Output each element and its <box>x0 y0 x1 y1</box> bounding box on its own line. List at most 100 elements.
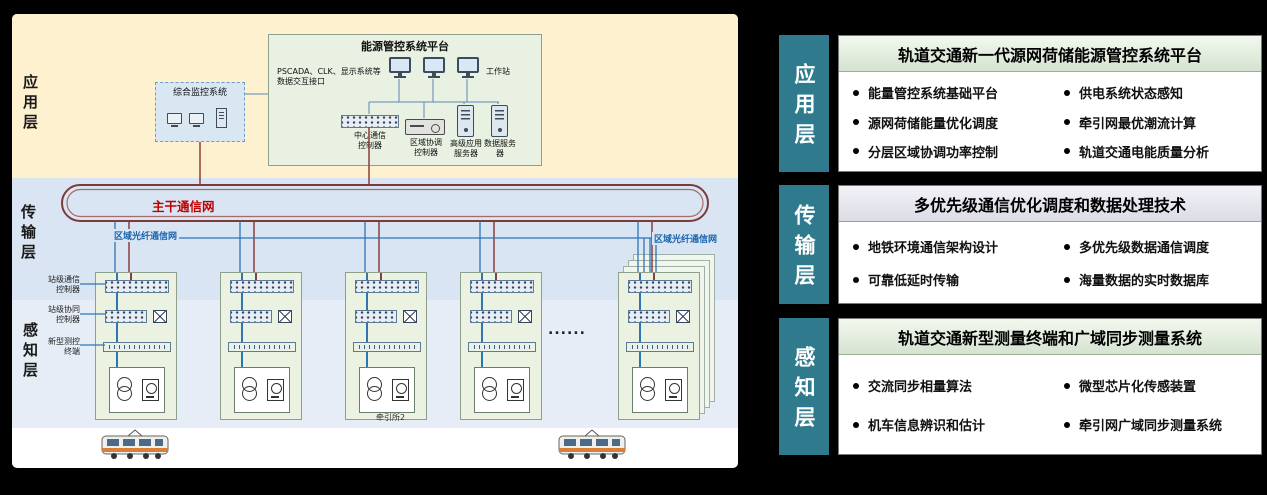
station-comm-controller-device <box>230 280 294 293</box>
bullet-icon <box>1064 421 1070 428</box>
application-layer-card: 轨道交通新一代源网荷储能源管控系统平台 能量管控系统基础平台 源网荷储能量优化调… <box>838 35 1262 172</box>
transformer-icon <box>366 377 382 403</box>
station-coop-controller-device <box>470 310 512 323</box>
switch-icon <box>403 310 417 323</box>
bullet-item: 可靠低延时传输 <box>853 270 1050 289</box>
transformer-icon <box>116 377 132 403</box>
switch-icon <box>153 310 167 323</box>
traction-substation-label: 牵引所2 <box>376 413 406 422</box>
bullet-text: 供电系统状态感知 <box>1079 87 1184 103</box>
bullet-item: 能量管控系统基础平台 <box>853 83 1050 102</box>
data-server-label: 数据服务器 <box>484 139 516 158</box>
workstation-monitor-icon <box>423 57 445 78</box>
bullet-text: 分层区域协调功率控制 <box>868 145 999 161</box>
more-stations-ellipsis: ...... <box>548 322 586 338</box>
substation-equipment-box <box>474 367 530 413</box>
transformer-icon <box>481 377 497 403</box>
bullet-item: 牵引网最优潮流计算 <box>1064 113 1261 132</box>
meter-icon <box>507 379 524 401</box>
new-terminal-label: 新型测控终端 <box>48 337 80 356</box>
bullet-item: 交流同步相量算法 <box>853 376 1050 395</box>
advanced-app-server-label: 高级应用服务器 <box>450 139 482 158</box>
advanced-app-server-icon <box>457 105 474 137</box>
bullet-icon <box>853 148 859 155</box>
regional-controller-label: 区域协调控制器 <box>410 138 442 157</box>
bullet-icon <box>1064 148 1070 155</box>
bullet-icon <box>1064 243 1070 250</box>
interface-note: PSCADA、CLK、显示系统等数据交互接口 <box>277 67 381 87</box>
bullet-text: 多优先级数据通信调度 <box>1079 241 1210 256</box>
energy-platform-title: 能源管控系统平台 <box>361 40 449 53</box>
station-coop-controller-label: 站级协同控制器 <box>48 305 80 324</box>
tab-perception-layer: 感知层 <box>779 318 829 455</box>
bullet-icon <box>1064 119 1070 125</box>
transformer-icon <box>639 377 655 403</box>
bullet-text: 能量管控系统基础平台 <box>868 87 999 103</box>
bullet-column-left: 交流同步相量算法 机车信息辨识和估计 <box>839 356 1050 454</box>
bullet-text: 机车信息辨识和估计 <box>868 419 986 434</box>
station-coop-controller-device <box>355 310 397 323</box>
measurement-terminal-device <box>353 342 421 352</box>
server-icon <box>216 108 227 128</box>
integrated-monitoring-label: 综合监控系统 <box>172 88 227 98</box>
station-comm-controller-device <box>470 280 534 293</box>
bullet-icon <box>853 382 859 389</box>
tab-transport-layer: 传输层 <box>779 185 829 304</box>
station-coop-controller-device <box>105 310 147 323</box>
bullet-icon <box>1064 382 1070 389</box>
station-comm-controller-device <box>355 280 419 293</box>
bullet-item: 微型芯片化传感装置 <box>1064 376 1261 395</box>
integrated-monitoring-box: 综合监控系统 <box>155 82 245 142</box>
bullet-item: 轨道交通电能质量分析 <box>1064 142 1261 161</box>
bullet-column-right: 多优先级数据通信调度 海量数据的实时数据库 <box>1050 223 1261 303</box>
bullet-icon <box>853 421 859 428</box>
perception-card-body: 交流同步相量算法 机车信息辨识和估计 微型芯片化传感装置 牵引网广域同步测量系统 <box>839 356 1261 454</box>
station-group-5 <box>618 272 700 420</box>
station-group-3 <box>345 272 427 420</box>
bullet-item: 供电系统状态感知 <box>1064 83 1261 102</box>
label-transport-layer: 传输层 <box>19 204 37 264</box>
station-coop-controller-device <box>230 310 272 323</box>
bullet-text: 可靠低延时传输 <box>868 274 960 289</box>
meter-icon <box>142 379 159 401</box>
label-application-layer: 应用层 <box>21 74 39 134</box>
measurement-terminal-device <box>626 342 694 352</box>
tab-application-layer: 应用层 <box>779 35 829 172</box>
application-card-title: 轨道交通新一代源网荷储能源管控系统平台 <box>839 36 1261 72</box>
meter-icon <box>392 379 409 401</box>
workstation-monitor-icon <box>389 57 411 78</box>
bullet-column-right: 微型芯片化传感装置 牵引网广域同步测量系统 <box>1050 356 1261 454</box>
bullet-icon <box>853 89 859 96</box>
bullet-text: 牵引网广域同步测量系统 <box>1079 419 1223 434</box>
bullet-text: 轨道交通电能质量分析 <box>1079 145 1210 161</box>
perception-layer-card: 轨道交通新型测量终端和广域同步测量系统 交流同步相量算法 机车信息辨识和估计 微… <box>838 318 1262 455</box>
station-comm-controller-device <box>628 280 692 293</box>
bullet-text: 微型芯片化传感装置 <box>1079 380 1197 395</box>
bullet-item: 分层区域协调功率控制 <box>853 142 1050 161</box>
substation-equipment-box <box>234 367 290 413</box>
bullet-icon <box>1064 89 1070 96</box>
switch-icon <box>278 310 292 323</box>
transport-card-body: 地铁环境通信架构设计 可靠低延时传输 多优先级数据通信调度 海量数据的实时数据库 <box>839 223 1261 303</box>
monitor-icon <box>189 113 204 127</box>
energy-platform-box: 能源管控系统平台 PSCADA、CLK、显示系统等数据交互接口 工作站 中心通信… <box>268 34 542 166</box>
measurement-terminal-device <box>228 342 296 352</box>
application-card-body: 能量管控系统基础平台 源网荷储能量优化调度 分层区域协调功率控制 供电系统状态感… <box>839 73 1261 171</box>
bullet-icon <box>853 243 859 250</box>
station-group-1 <box>95 272 177 420</box>
workstation-monitor-icon <box>457 57 479 78</box>
bullet-column-left: 地铁环境通信架构设计 可靠低延时传输 <box>839 223 1050 303</box>
fiber-network-label-left: 区域光纤通信网 <box>112 229 180 242</box>
bullet-icon <box>853 119 859 125</box>
substation-equipment-box <box>632 367 688 413</box>
measurement-terminal-device <box>468 342 536 352</box>
bullet-item: 机车信息辨识和估计 <box>853 415 1050 434</box>
central-comm-controller-device <box>341 115 399 128</box>
transformer-icon <box>241 377 257 403</box>
bullet-item: 地铁环境通信架构设计 <box>853 237 1050 256</box>
bullet-text: 海量数据的实时数据库 <box>1079 274 1210 289</box>
regional-controller-device <box>405 119 445 135</box>
bullet-text: 源网荷储能量优化调度 <box>868 116 999 132</box>
bullet-text: 交流同步相量算法 <box>868 380 973 395</box>
station-coop-controller-device <box>628 310 670 323</box>
